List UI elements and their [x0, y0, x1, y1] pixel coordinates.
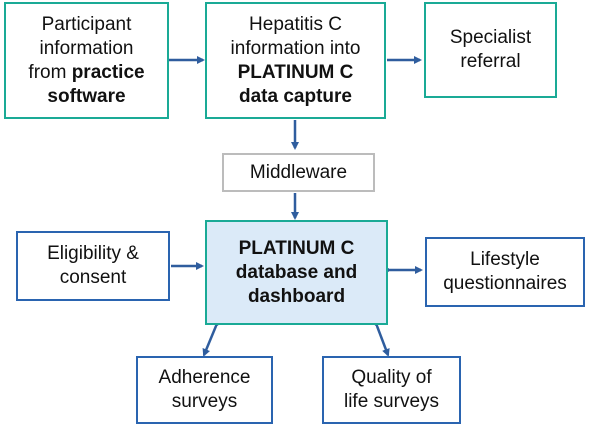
- adherence-surveys-box: Adherence surveys: [136, 356, 273, 424]
- adherence-line-2: surveys: [171, 391, 238, 412]
- hepatitis-line-2: information into: [230, 37, 361, 59]
- eligibility-consent-box: Eligibility & consent: [16, 231, 170, 301]
- lifestyle-line-2: questionnaires: [443, 273, 567, 294]
- lifestyle-questionnaires-box: Lifestyle questionnaires: [425, 237, 585, 307]
- participant-line-3: from practice: [28, 61, 144, 85]
- participant-information-box: Participant information from practice so…: [4, 2, 169, 119]
- specialist-referral-box: Specialist referral: [424, 2, 557, 98]
- participant-line-1: Participant: [41, 13, 132, 35]
- eligibility-line-2: consent: [59, 267, 127, 288]
- database-line-3: dashboard: [247, 285, 346, 307]
- arrow-database-adherence: [202, 318, 222, 357]
- database-dashboard-box: PLATINUM C database and dashboard: [205, 220, 388, 325]
- participant-line-3-bold: practice: [71, 61, 145, 83]
- database-line-2: database and: [235, 261, 358, 283]
- hepatitis-data-capture-box: Hepatitis C information into PLATINUM C …: [205, 2, 386, 119]
- arrow-database-quality: [371, 318, 390, 357]
- quality-line-2: life surveys: [343, 391, 440, 412]
- eligibility-line-1: Eligibility &: [47, 243, 139, 264]
- hepatitis-line-3: PLATINUM C: [237, 61, 354, 83]
- middleware-box: Middleware: [222, 153, 375, 192]
- quality-of-life-surveys-box: Quality of life surveys: [322, 356, 461, 424]
- specialist-line-2: referral: [460, 51, 521, 72]
- participant-line-3-pre: from: [28, 61, 72, 83]
- middleware-label: Middleware: [249, 161, 348, 183]
- hepatitis-line-4: data capture: [239, 85, 352, 107]
- hepatitis-line-1: Hepatitis C: [249, 13, 342, 35]
- participant-line-2: information: [39, 37, 134, 59]
- participant-line-4: software: [47, 85, 125, 109]
- specialist-line-1: Specialist: [449, 27, 532, 48]
- adherence-line-1: Adherence: [158, 367, 251, 388]
- lifestyle-line-1: Lifestyle: [470, 249, 540, 270]
- participant-line-4-bold: software: [47, 85, 126, 107]
- quality-line-1: Quality of: [351, 367, 432, 388]
- database-line-1: PLATINUM C: [238, 237, 355, 259]
